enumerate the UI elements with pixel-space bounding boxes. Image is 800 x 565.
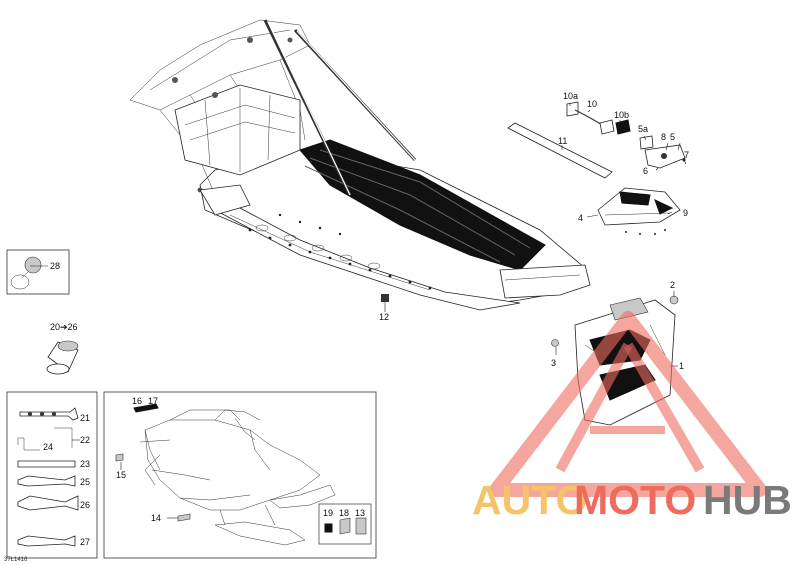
callout-4: 4 bbox=[578, 213, 583, 223]
callout-10a: 10a bbox=[563, 91, 578, 101]
tail-light-bracket bbox=[644, 144, 686, 169]
callout-10b: 10b bbox=[614, 110, 629, 120]
callout-12: 12 bbox=[379, 312, 389, 322]
part-28-panel bbox=[6, 249, 70, 295]
callout-23: 23 bbox=[80, 459, 90, 469]
callout-8: 8 bbox=[661, 132, 666, 142]
callout-14: 14 bbox=[151, 513, 161, 523]
watermark-moto: MOTO bbox=[574, 477, 696, 523]
callout-11: 11 bbox=[558, 136, 567, 146]
callout-19: 19 bbox=[323, 508, 333, 518]
watermark-auto: AUTO bbox=[472, 477, 587, 523]
part-11-strip bbox=[507, 122, 613, 179]
callout-16: 16 bbox=[132, 396, 142, 406]
watermark-hub: HUB bbox=[703, 477, 792, 523]
callout-17: 17 bbox=[148, 396, 158, 406]
callout-13: 13 bbox=[355, 508, 365, 518]
rear-light-housing bbox=[597, 187, 681, 235]
callout-28: 28 bbox=[50, 261, 60, 271]
watermark-text: AUTO MOTO HUB bbox=[472, 477, 792, 523]
callout-25: 25 bbox=[80, 477, 90, 487]
reference-code: 37L1416 bbox=[4, 557, 28, 563]
callout-24: 24 bbox=[43, 442, 53, 452]
callout-5: 5 bbox=[670, 132, 675, 142]
chassis-frame bbox=[129, 19, 591, 311]
callout-3: 3 bbox=[551, 358, 556, 368]
callout-1: 1 bbox=[679, 361, 684, 371]
watermark-logo bbox=[489, 311, 767, 497]
callout-9: 9 bbox=[683, 208, 688, 218]
callout-18: 18 bbox=[339, 508, 349, 518]
part-12-clip bbox=[381, 294, 389, 302]
tool-socket bbox=[46, 340, 79, 375]
part-2-nut bbox=[669, 295, 679, 305]
part-3-washer bbox=[551, 339, 559, 347]
callout-26: 26 bbox=[80, 500, 90, 510]
callout-22: 22 bbox=[80, 435, 90, 445]
vehicle-label-panel bbox=[103, 391, 377, 559]
callout-27: 27 bbox=[80, 537, 90, 547]
callout-15: 15 bbox=[116, 470, 126, 480]
callout-21: 21 bbox=[80, 413, 90, 423]
callout-6: 6 bbox=[643, 166, 648, 176]
tool-kit-panel bbox=[6, 391, 98, 559]
callout-5a: 5a bbox=[638, 124, 648, 134]
callout-labels: 1 2 3 4 5a 5 6 7 8 9 10 10a 10b 11 12 13… bbox=[4, 91, 689, 563]
callout-7: 7 bbox=[684, 150, 689, 160]
callout-2: 2 bbox=[670, 280, 675, 290]
callout-20-26: 20➔26 bbox=[50, 322, 78, 332]
callout-10: 10 bbox=[587, 99, 597, 109]
